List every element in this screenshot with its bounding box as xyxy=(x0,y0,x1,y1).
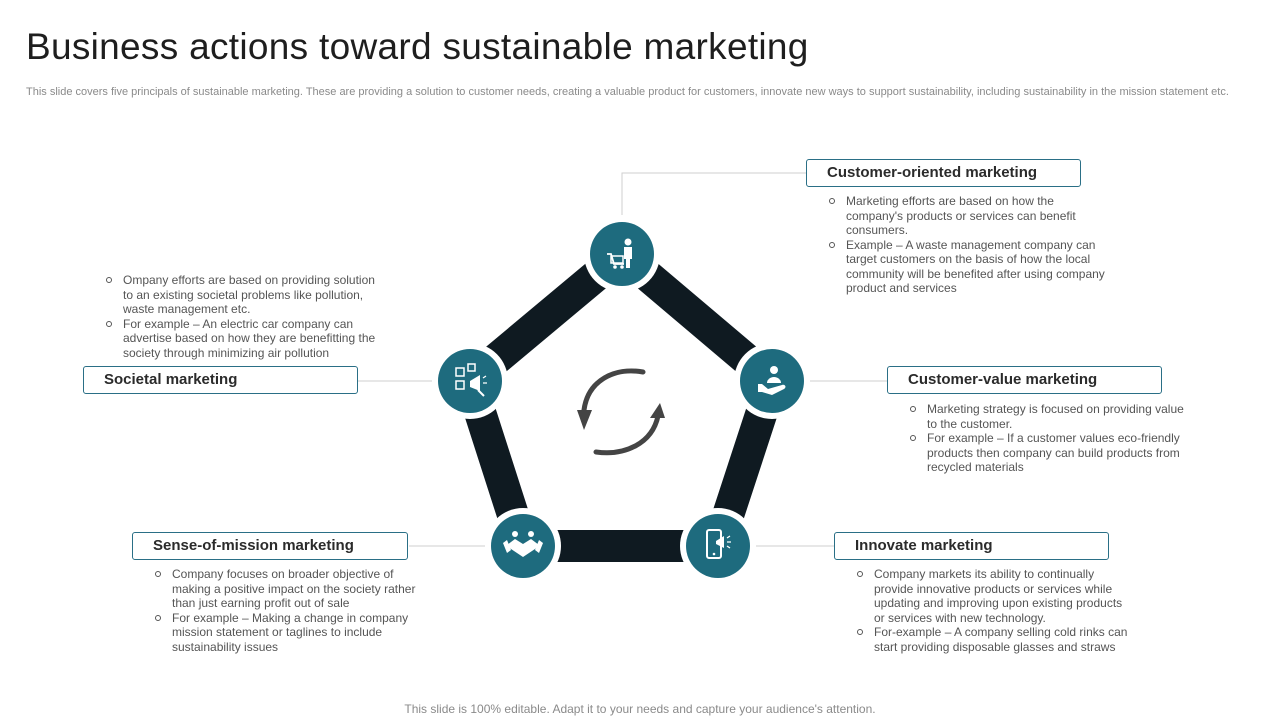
pentagon-band xyxy=(451,233,791,562)
refresh-cycle-icon xyxy=(577,368,665,456)
hand-holding-person-icon xyxy=(758,366,786,395)
list-item: For-example – A company selling cold rin… xyxy=(856,625,1136,654)
connector-customer-oriented xyxy=(621,172,806,215)
label-customer-oriented: Customer-oriented marketing xyxy=(806,159,1081,187)
desc-societal: Ompany efforts are based on providing so… xyxy=(105,273,385,360)
mobile-megaphone-icon xyxy=(706,529,731,559)
node-innovate xyxy=(680,508,756,584)
list-item: For example – If a customer values eco-f… xyxy=(909,431,1189,475)
list-item: For example – An electric car company ca… xyxy=(105,317,385,361)
label-innovate: Innovate marketing xyxy=(834,532,1109,560)
list-item: Example – A waste management company can… xyxy=(828,238,1108,296)
node-societal xyxy=(432,343,508,419)
desc-innovate: Company markets its ability to continual… xyxy=(856,567,1136,654)
list-item: Company markets its ability to continual… xyxy=(856,567,1136,625)
list-item: Ompany efforts are based on providing so… xyxy=(105,273,385,317)
list-item: Marketing strategy is focused on providi… xyxy=(909,402,1189,431)
label-customer-value: Customer-value marketing xyxy=(887,366,1162,394)
page-subtitle: This slide covers five principals of sus… xyxy=(26,86,1229,98)
page-title: Business actions toward sustainable mark… xyxy=(26,26,809,67)
desc-sense-of-mission: Company focuses on broader objective of … xyxy=(154,567,424,654)
node-customer-oriented xyxy=(584,216,660,292)
shopping-cart-person-icon xyxy=(607,238,632,269)
label-societal: Societal marketing xyxy=(83,366,358,394)
desc-customer-value: Marketing strategy is focused on providi… xyxy=(909,402,1189,475)
list-item: Company focuses on broader objective of … xyxy=(154,567,424,611)
handshake-icon xyxy=(503,531,543,557)
connector-lines xyxy=(358,172,887,547)
list-item: For example – Making a change in company… xyxy=(154,611,424,655)
label-sense-of-mission: Sense-of-mission marketing xyxy=(132,532,408,560)
list-item: Marketing efforts are based on how the c… xyxy=(828,194,1108,238)
page-footer: This slide is 100% editable. Adapt it to… xyxy=(404,702,876,716)
desc-customer-oriented: Marketing efforts are based on how the c… xyxy=(828,194,1108,296)
node-customer-value xyxy=(734,343,810,419)
node-sense-of-mission xyxy=(485,508,561,584)
social-media-megaphone-icon xyxy=(455,363,487,397)
